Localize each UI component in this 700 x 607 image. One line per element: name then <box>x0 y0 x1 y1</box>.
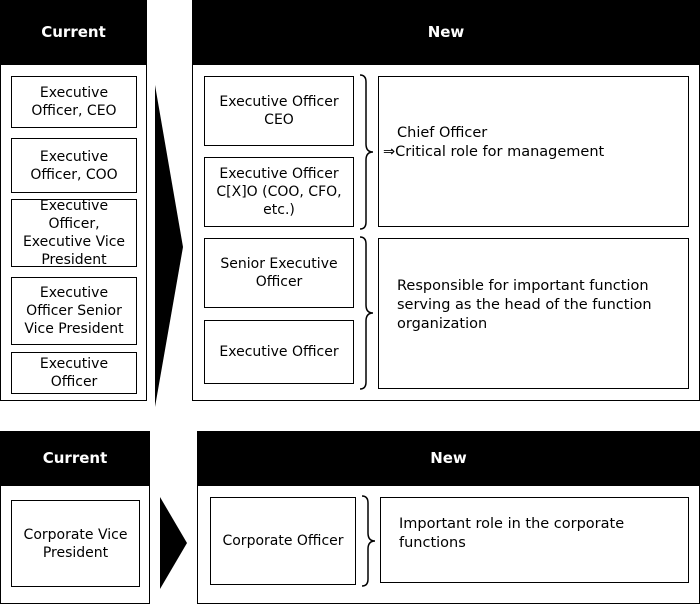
brace-corporate-officer <box>361 495 376 587</box>
new-role-senior-executive-officer: Senior Executive Officer <box>204 238 354 308</box>
new-role-ceo: Executive Officer CEO <box>204 76 354 146</box>
new-role-corporate-officer: Corporate Officer <box>210 497 356 585</box>
corporate-officer-line2: functions <box>399 535 466 551</box>
chief-officer-line1: Chief Officer <box>397 124 488 141</box>
current-role-coo: Executive Officer, COO <box>11 138 137 193</box>
function-head-description: Responsible for important function servi… <box>378 238 689 389</box>
new-role-cxo: Executive Officer C[X]O (COO, CFO, etc.) <box>204 157 354 227</box>
corporate-officer-description: Important role in the corporate function… <box>380 497 689 583</box>
chief-officer-description: Chief Officer ⇒Critical role for managem… <box>378 76 689 227</box>
current-header: Current <box>0 0 147 64</box>
current-role-corporate-vp: Corporate Vice President <box>11 500 140 587</box>
current-role-ceo: Executive Officer, CEO <box>11 76 137 128</box>
function-head-line3: organization <box>397 316 488 332</box>
new-header-2: New <box>197 431 700 485</box>
new-role-executive-officer: Executive Officer <box>204 320 354 384</box>
current-role-executive-officer: Executive Officer <box>11 352 137 394</box>
transition-arrow-2 <box>160 497 187 589</box>
current-role-svp: Executive Officer Senior Vice President <box>11 277 137 345</box>
current-role-evp: Executive Officer, Executive Vice Presid… <box>11 199 137 267</box>
transition-arrow <box>155 85 183 407</box>
chief-officer-line2: ⇒Critical role for management <box>383 143 605 160</box>
current-header-2: Current <box>0 431 150 485</box>
corporate-officer-line1: Important role in the corporate <box>399 516 625 532</box>
brace-chief-officer <box>359 74 374 230</box>
new-header: New <box>192 0 700 64</box>
function-head-line1: Responsible for important function <box>397 278 649 294</box>
function-head-line2: serving as the head of the function <box>397 297 652 313</box>
brace-function-head <box>359 236 374 390</box>
